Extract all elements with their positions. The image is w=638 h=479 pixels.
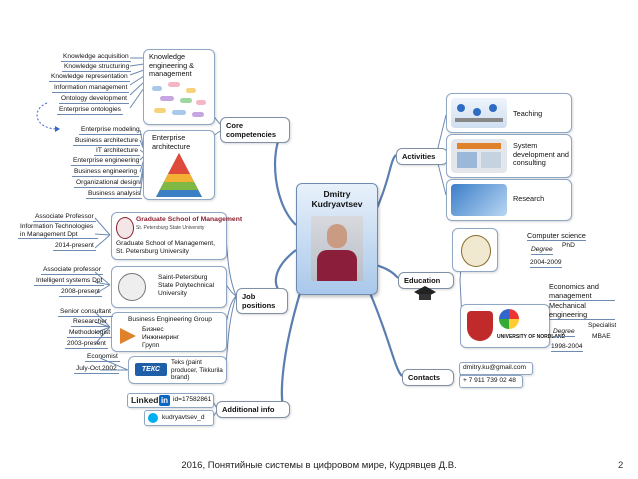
nordland-crest-icon xyxy=(467,311,493,341)
nordland-logo-icon xyxy=(499,309,519,329)
enterprise-title: Enterprise architecture xyxy=(152,133,191,151)
beg-logo-line-1: Бизнес xyxy=(142,326,164,333)
edu2-degree2: MBAE xyxy=(592,333,611,340)
spbu-crest-icon xyxy=(461,235,491,267)
contact-phone-box[interactable]: + 7 911 739 02 48 xyxy=(459,375,523,388)
job-gsom-dept: Information Technologies in Management D… xyxy=(18,223,98,239)
graduation-cap-icon xyxy=(414,286,436,300)
job-polytech-box: Saint-Petersburg State Polytechnical Uni… xyxy=(111,266,227,308)
branch-additional-info[interactable]: Additional info xyxy=(216,401,290,418)
job-teks-box: ТЕКС Teks (paint producer, Tikkurila bra… xyxy=(128,356,227,384)
beg-logo-line-3: Групп xyxy=(142,342,160,349)
edu2-field: Economics and management xyxy=(549,282,615,301)
pyramid-image xyxy=(156,153,202,197)
gsom-logo-title: Graduate School of Management xyxy=(136,216,243,223)
linkedin-box[interactable]: Linked in id=17582861 xyxy=(127,393,214,408)
enterprise-item-4: Enterprise engineering xyxy=(71,157,142,166)
enterprise-item-7: Business analysis xyxy=(86,190,143,199)
contact-email[interactable]: dmitry.ku@gmail.com xyxy=(463,364,526,371)
edu1-field: Computer science xyxy=(527,231,586,241)
linkedin-id: id=17582861 xyxy=(173,396,212,403)
knowledge-concept-map-image xyxy=(150,82,208,120)
beg-logo-icon xyxy=(120,328,136,344)
branch-job-positions[interactable]: Job positions xyxy=(236,288,288,314)
job-beg-box: Business Engineering Group Бизнес Инжини… xyxy=(111,312,227,352)
contact-email-box[interactable]: dmitry.ku@gmail.com xyxy=(459,362,533,375)
beg-logo-line-2: Инжиниринг xyxy=(142,334,180,341)
job-polytech-dept: Intelligent systems Dpt xyxy=(34,277,105,286)
job-beg-methodologist: Methodologist xyxy=(67,329,113,338)
edu1-degree: PhD xyxy=(562,242,575,249)
enterprise-item-6: Organizational design xyxy=(74,179,142,188)
skype-icon xyxy=(148,413,158,423)
teks-logo: ТЕКС xyxy=(135,363,167,376)
contact-phone[interactable]: + 7 911 739 02 48 xyxy=(463,377,516,384)
job-polytech-years: 2008-present xyxy=(59,288,102,297)
branch-activities[interactable]: Activities xyxy=(396,148,448,165)
activity-system: System development and consulting xyxy=(513,141,569,167)
activity-research-box: Research xyxy=(446,179,572,221)
edu2-degree: Specialist xyxy=(588,322,617,329)
skype-name: kudryavtsev_d xyxy=(162,414,205,421)
branch-core-competencies[interactable]: Core competencies xyxy=(220,117,290,143)
job-beg-researcher: Researcher xyxy=(71,318,110,327)
knowledge-item-5: Ontology development xyxy=(59,95,129,104)
activity-teaching: Teaching xyxy=(513,109,543,118)
spbu-logo-box xyxy=(452,228,498,272)
job-gsom-role: Associate Professor xyxy=(33,213,96,222)
activity-system-box: System development and consulting xyxy=(446,134,572,178)
slide-footer: 2016, Понятийные системы в цифровом мире… xyxy=(181,460,457,471)
edu1-years: 2004-2009 xyxy=(530,259,562,268)
research-image xyxy=(451,184,507,216)
polytech-logo-icon xyxy=(118,273,146,301)
job-gsom-box: Graduate School of Management St. Peters… xyxy=(111,212,242,260)
enterprise-architecture-box: Enterprise architecture xyxy=(143,130,215,200)
teks-description: Teks (paint producer, Tikkurila brand) xyxy=(171,359,223,381)
enterprise-item-5: Business engineering xyxy=(72,168,140,177)
enterprise-item-1: Enterprise modeling xyxy=(79,126,142,135)
edu2-field2: Mechanical engineering xyxy=(549,301,615,320)
nordland-logo-text: UNIVERSITY OF NORDLAND xyxy=(497,334,566,340)
page-number: 2 xyxy=(618,460,624,471)
polytech-description: Saint-Petersburg State Polytechnical Uni… xyxy=(158,274,215,297)
edu1-degree-label: Degree xyxy=(531,246,553,255)
nordland-logo-box: UNIVERSITY OF NORDLAND xyxy=(460,304,565,348)
knowledge-item-2: Knowledge structuring xyxy=(62,63,132,72)
knowledge-item-3: Knowledge representation xyxy=(49,73,130,82)
teaching-image xyxy=(451,98,507,128)
center-node: Dmitry Kudryavtsev xyxy=(296,183,378,295)
linkedin-brand: Linked xyxy=(131,395,159,405)
knowledge-item-4: Information management xyxy=(52,84,130,93)
activity-research: Research xyxy=(513,194,545,203)
edu2-years: 1998-2004 xyxy=(551,343,583,352)
gsom-description: Graduate School of Management, St. Peter… xyxy=(116,240,215,255)
portrait-photo xyxy=(311,216,363,281)
center-name: Dmitry Kudryavtsev xyxy=(311,189,363,209)
knowledge-title: Knowledge engineering & management xyxy=(149,52,195,78)
enterprise-item-3: IT architecture xyxy=(94,147,141,156)
edu2-degree-label: Degree xyxy=(553,328,575,337)
gsom-logo-subtitle: St. Petersburg State University xyxy=(136,225,205,231)
system-development-image xyxy=(451,139,507,173)
branch-contacts[interactable]: Contacts xyxy=(402,369,454,386)
job-teks-years: July-Oct 2002 xyxy=(74,365,119,374)
gsom-logo-icon xyxy=(116,217,134,239)
knowledge-engineering-box: Knowledge engineering & management xyxy=(143,49,215,125)
beg-description: Business Engineering Group xyxy=(128,316,212,323)
knowledge-item-1: Knowledge acquisition xyxy=(61,53,131,62)
job-teks-role: Economist xyxy=(85,353,120,362)
enterprise-item-2: Business architecture xyxy=(73,137,141,146)
knowledge-item-6: Enterprise ontologies xyxy=(57,106,123,115)
job-polytech-role: Associate professor xyxy=(41,266,103,275)
skype-box[interactable]: kudryavtsev_d xyxy=(144,410,214,426)
job-beg-role: Senior consultant xyxy=(58,308,113,317)
job-beg-years: 2003-present xyxy=(65,340,108,349)
activity-teaching-box: Teaching xyxy=(446,93,572,133)
linkedin-icon: in xyxy=(159,395,170,406)
job-gsom-years: 2014-present xyxy=(53,242,96,251)
